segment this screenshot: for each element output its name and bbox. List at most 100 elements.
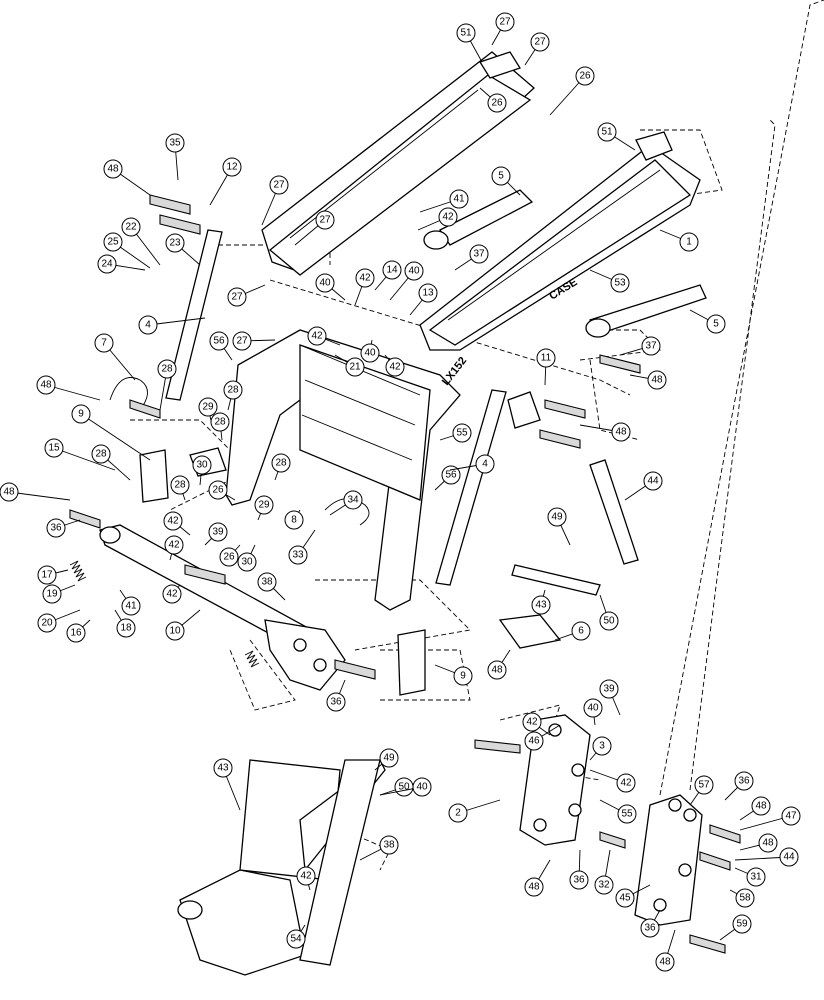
callout-bubble xyxy=(36,375,56,395)
callout-number: 27 xyxy=(499,17,511,28)
callout-bubble xyxy=(271,453,291,473)
callout-number: 18 xyxy=(120,623,132,634)
callout-number: 43 xyxy=(535,600,547,611)
part-callout-23: 23 xyxy=(165,233,201,266)
callout-number: 49 xyxy=(551,512,563,523)
callout-number: 40 xyxy=(319,278,331,289)
callout-number: 2 xyxy=(455,808,461,819)
callout-number: 28 xyxy=(161,364,173,375)
callout-number: 27 xyxy=(273,180,285,191)
callout-bubble xyxy=(575,66,595,86)
part-callout-48: 48 xyxy=(487,649,511,680)
callout-number: 48 xyxy=(491,665,503,676)
callout-bubble xyxy=(208,480,228,500)
callout-bubble xyxy=(475,454,495,474)
part-callout-25: 25 xyxy=(103,232,151,269)
part-callout-38: 38 xyxy=(257,572,286,601)
part-callout-48: 48 xyxy=(524,859,551,897)
part-callout-28: 28 xyxy=(210,412,230,441)
callout-bubble xyxy=(412,777,432,797)
callout-number: 4 xyxy=(482,459,488,470)
part-callout-42: 42 xyxy=(384,354,405,377)
callout-bubble xyxy=(163,511,183,531)
part-callout-55: 55 xyxy=(439,423,472,443)
part-callout-28: 28 xyxy=(91,444,131,481)
callout-number: 44 xyxy=(783,852,795,863)
part-callout-51: 51 xyxy=(456,23,483,63)
part-callout-41: 41 xyxy=(119,589,141,616)
callout-bubble xyxy=(438,207,458,227)
callout-bubble xyxy=(237,552,257,572)
callout-bubble xyxy=(232,331,252,351)
callout-number: 43 xyxy=(217,763,229,774)
pins-and-bushings xyxy=(69,194,741,954)
callout-leader-line xyxy=(53,447,116,471)
callout-number: 23 xyxy=(169,238,181,249)
callout-number: 48 xyxy=(755,801,767,812)
callout-number: 55 xyxy=(621,809,633,820)
callout-bubble xyxy=(611,422,631,442)
part-callout-36: 36 xyxy=(46,518,81,538)
part-callout-48: 48 xyxy=(103,159,151,196)
callout-number: 56 xyxy=(445,470,457,481)
callout-number: 45 xyxy=(619,893,631,904)
part-callout-28: 28 xyxy=(170,475,190,501)
callout-bubble xyxy=(732,914,752,934)
callout-number: 48 xyxy=(528,882,540,893)
callout-number: 42 xyxy=(168,540,180,551)
part-callout-30: 30 xyxy=(192,455,212,486)
callout-bubble xyxy=(404,261,424,281)
part-callout-48: 48 xyxy=(579,422,631,442)
callout-number: 26 xyxy=(491,98,503,109)
callout-number: 49 xyxy=(383,753,395,764)
callout-number: 3 xyxy=(599,741,605,752)
callout-bubble xyxy=(599,679,619,699)
callout-number: 25 xyxy=(107,237,119,248)
part-callout-48: 48 xyxy=(739,833,778,853)
part-callout-40: 40 xyxy=(315,273,346,301)
callout-number: 4 xyxy=(145,320,151,331)
callout-number: 36 xyxy=(644,923,656,934)
part-callout-12: 12 xyxy=(209,157,242,206)
loader-upright-frame xyxy=(225,329,461,611)
callout-number: 48 xyxy=(651,375,663,386)
callout-bubble xyxy=(487,660,507,680)
callout-number: 30 xyxy=(196,460,208,471)
callout-number: 41 xyxy=(125,601,137,612)
part-callout-5: 5 xyxy=(491,166,521,196)
callout-number: 36 xyxy=(50,523,62,534)
callout-bubble xyxy=(706,314,726,334)
callout-bubble xyxy=(418,283,438,303)
callout-bubble xyxy=(469,244,489,264)
part-callout-53: 53 xyxy=(589,269,630,293)
callout-bubble xyxy=(46,518,66,538)
callout-number: 37 xyxy=(645,341,657,352)
part-callout-6: 6 xyxy=(554,621,591,641)
part-callout-7: 7 xyxy=(94,333,136,381)
callout-number: 26 xyxy=(579,71,591,82)
callout-number: 51 xyxy=(601,127,613,138)
callout-bubble xyxy=(449,189,469,209)
part-callout-3: 3 xyxy=(589,736,612,761)
part-callout-36: 36 xyxy=(724,771,754,801)
callout-bubble xyxy=(284,510,304,530)
callout-number: 21 xyxy=(349,362,361,373)
callout-number: 9 xyxy=(78,409,84,420)
callout-bubble xyxy=(679,232,699,252)
callout-bubble xyxy=(781,806,801,826)
mount-bracket-detail xyxy=(634,794,703,926)
callout-bubble xyxy=(641,336,661,356)
part-callout-46: 46 xyxy=(524,724,561,751)
callout-bubble xyxy=(91,444,111,464)
part-callout-48: 48 xyxy=(655,929,676,972)
callout-bubble xyxy=(385,357,405,377)
callout-bubble xyxy=(530,32,550,52)
part-callout-43: 43 xyxy=(531,589,551,615)
callout-bubble xyxy=(355,268,375,288)
callout-number: 57 xyxy=(698,780,710,791)
springs xyxy=(69,560,260,668)
callout-bubble xyxy=(162,584,182,604)
callout-bubble xyxy=(254,495,274,515)
callout-number: 26 xyxy=(223,552,235,563)
part-callout-26: 26 xyxy=(219,544,241,567)
